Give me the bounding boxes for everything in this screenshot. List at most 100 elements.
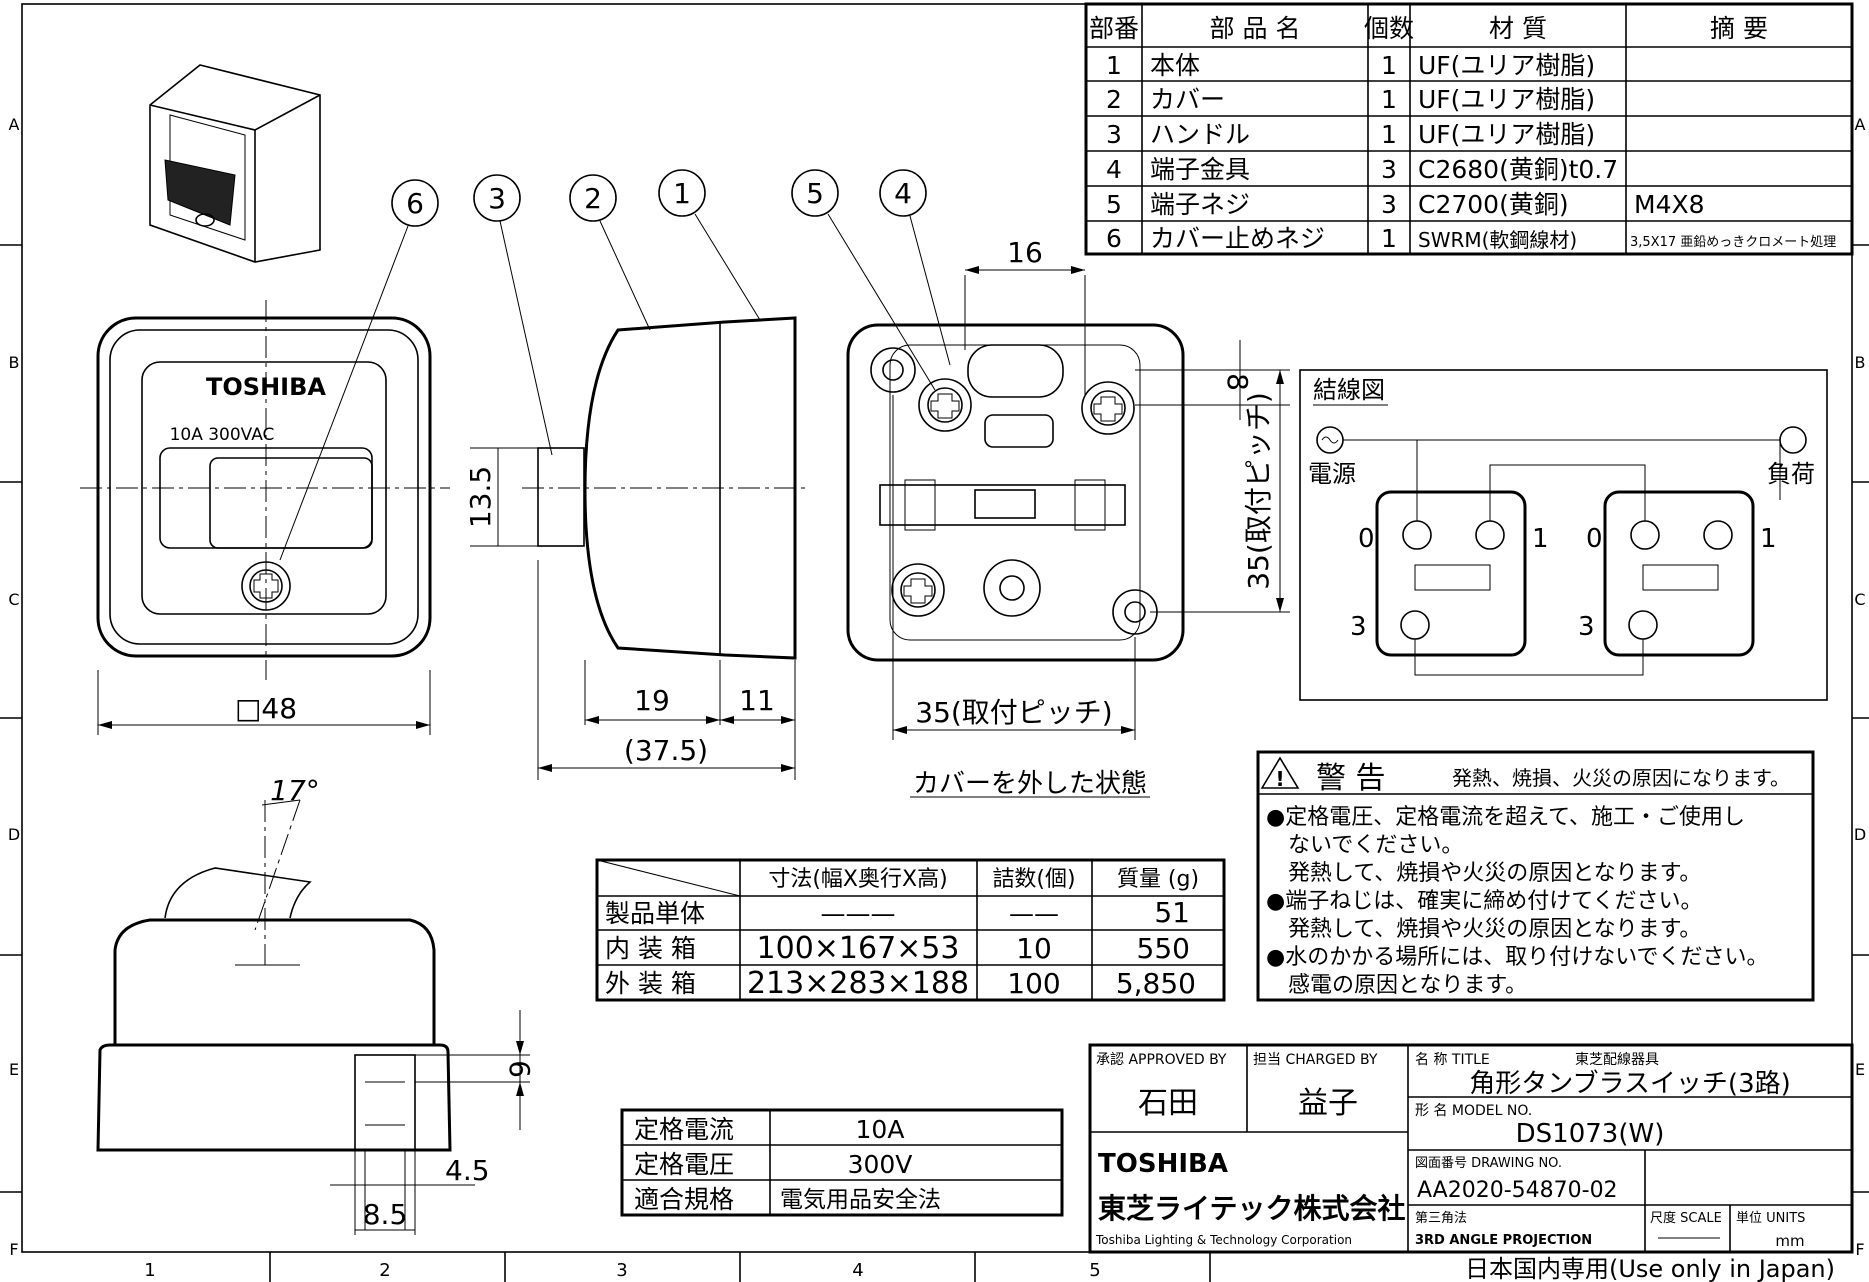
front-rating-label: 10A 300VAC — [170, 425, 275, 445]
inner-view-caption: カバーを外した状態 — [913, 769, 1147, 799]
parts-header-remarks: 摘 要 — [1710, 14, 1768, 43]
warning-line-5: 発熱して、焼損や火災の原因となります。 — [1266, 917, 1701, 942]
col-number-1: 1 — [144, 1260, 155, 1281]
dim-16: 16 — [1007, 236, 1043, 269]
parts-row-2-qty: 1 — [1381, 85, 1397, 114]
drawing-number: AA2020-54870-02 — [1417, 1178, 1618, 1203]
row-letter-a: A — [9, 115, 20, 134]
parts-row-6-material: SWRM(軟鋼線材) — [1418, 228, 1577, 252]
wiring-source-label: 電源 — [1308, 460, 1356, 488]
size-row-1-mass: 51 — [1154, 896, 1190, 929]
warning-title: 警 告 — [1316, 761, 1386, 796]
col-number-3: 3 — [616, 1260, 627, 1281]
wiring-diagram: 結線図 電源 負荷 0 1 3 0 1 3 — [1299, 369, 1828, 701]
warning-line-6: ●水のかかる場所には、取り付けないでください。 — [1266, 945, 1769, 970]
size-table: 寸法(幅X奥行X高) 詰数(個) 質量 (g) 製品単体 ——— —— 51 内… — [595, 858, 1226, 1002]
company-name-en: Toshiba Lighting & Technology Corporatio… — [1095, 1233, 1352, 1247]
company-name-jp: 東芝ライテック株式会社 — [1098, 1192, 1405, 1225]
charged-name: 益子 — [1298, 1086, 1358, 1121]
elevation-view: 17° 6 4.5 8.5 — [96, 774, 536, 1235]
parts-row-2-no: 2 — [1106, 85, 1122, 114]
company-brand: TOSHIBA — [1098, 1149, 1228, 1179]
parts-row-4-material: C2680(黄銅)t0.7 — [1418, 155, 1618, 184]
parts-row-1-no: 1 — [1106, 51, 1122, 80]
balloon-1: 1 — [673, 177, 691, 210]
front-brand-label: TOSHIBA — [206, 373, 326, 401]
projection-label: 第三角法 — [1415, 1211, 1467, 1226]
parts-row-6-qty: 1 — [1381, 224, 1397, 253]
warning-line-7: 感電の原因となります。 — [1266, 973, 1527, 998]
title-block: 承認 APPROVED BY 担当 CHARGED BY 石田 益子 名 称 T… — [1088, 1043, 1854, 1254]
scale-label: 尺度 SCALE — [1650, 1210, 1722, 1226]
dim-19: 19 — [634, 684, 670, 717]
model-number: DS1073(W) — [1516, 1119, 1665, 1149]
size-header-mass: 質量 (g) — [1117, 867, 1199, 892]
title-label: 名 称 TITLE — [1415, 1052, 1490, 1068]
parts-row-5-remarks: M4X8 — [1634, 190, 1705, 219]
switch-a-pos-1: 1 — [1532, 524, 1549, 554]
parts-row-4-name: 端子金具 — [1150, 155, 1250, 184]
balloon-2: 2 — [584, 182, 602, 215]
col-number-2: 2 — [379, 1260, 390, 1281]
parts-row-4-qty: 3 — [1381, 155, 1397, 184]
size-row-2-label: 内 装 箱 — [605, 934, 696, 963]
dim-handle-13-5: 13.5 — [464, 466, 497, 528]
row-letter-a-right: A — [1855, 115, 1866, 134]
dim-width-48: □48 — [235, 692, 297, 725]
size-header-dimensions: 寸法(幅X奥行X高) — [768, 867, 947, 892]
parts-row-5-qty: 3 — [1381, 190, 1397, 219]
warning-line-3: 発熱して、焼損や火災の原因となります。 — [1266, 861, 1701, 886]
parts-header-material: 材 質 — [1489, 14, 1547, 43]
warning-line-4: ●端子ねじは、確実に締め付けてください。 — [1266, 889, 1703, 914]
switch-b-pos-3: 3 — [1578, 612, 1595, 642]
drawing-frame: A A B B C C D D E E F F 1 2 3 4 5 日本国内専用… — [0, 3, 1869, 1282]
size-row-1-label: 製品単体 — [605, 899, 705, 928]
parts-table: 部番 部 品 名 個数 材 質 摘 要 1 本体 1 UF(ユリア樹脂) 2 カ… — [1084, 2, 1854, 256]
parts-row-6-remarks: 3,5X17 亜鉛めっきクロメート処理 — [1630, 235, 1836, 250]
balloon-callouts: 6 3 2 1 5 4 — [279, 169, 951, 561]
parts-row-3-name: ハンドル — [1150, 120, 1250, 149]
switch-b-pos-1: 1 — [1760, 524, 1777, 554]
parts-row-3-material: UF(ユリア樹脂) — [1418, 120, 1595, 149]
dim-total-37-5: (37.5) — [624, 734, 708, 767]
parts-row-5-no: 5 — [1106, 190, 1122, 219]
rating-standard-label: 適合規格 — [634, 1185, 734, 1214]
switch-b-pos-0: 0 — [1586, 524, 1603, 554]
size-row-1-count: —— — [1009, 899, 1059, 928]
angle-17: 17° — [270, 774, 320, 807]
dim-6: 6 — [503, 1060, 536, 1078]
title-category: 東芝配線器具 — [1575, 1052, 1659, 1068]
dim-vertical-pitch: 35(取付ピッチ) — [1242, 392, 1275, 589]
product-isometric — [149, 64, 321, 263]
row-letter-b-right: B — [1855, 353, 1866, 372]
size-row-3-count: 100 — [1007, 967, 1060, 1000]
size-row-3-dims: 213×283×188 — [747, 966, 969, 1001]
rating-table: 定格電流 10A 定格電圧 300V 適合規格 電気用品安全法 — [620, 1108, 1064, 1217]
dim-horizontal-pitch: 35(取付ピッチ) — [915, 696, 1112, 729]
product-title: 角形タンブラスイッチ(3路) — [1469, 1069, 1791, 1099]
warning-line-2: ないでください。 — [1266, 833, 1463, 858]
rating-current-value: 10A — [856, 1115, 905, 1144]
parts-row-1-material: UF(ユリア樹脂) — [1418, 51, 1595, 80]
warning-subtitle: 発熱、焼損、火災の原因になります。 — [1452, 766, 1790, 790]
col-number-4: 4 — [852, 1260, 863, 1281]
warning-line-1: ●定格電圧、定格電流を超えて、施工・ご使用し — [1266, 805, 1745, 830]
rating-current-label: 定格電流 — [634, 1115, 734, 1144]
balloon-5: 5 — [806, 177, 824, 210]
wiring-load-label: 負荷 — [1767, 460, 1815, 488]
parts-row-2-name: カバー — [1150, 85, 1225, 114]
row-letter-d: D — [8, 825, 20, 844]
row-letter-f: F — [9, 1240, 18, 1259]
warning-icon: ! — [1275, 767, 1284, 791]
projection-name: 3RD ANGLE PROJECTION — [1415, 1233, 1592, 1248]
row-letter-e-right: E — [1855, 1060, 1865, 1079]
col-number-5: 5 — [1089, 1260, 1100, 1281]
row-letter-b: B — [9, 353, 20, 372]
drawing-no-label: 図面番号 DRAWING NO. — [1415, 1156, 1562, 1171]
balloon-6: 6 — [406, 187, 424, 220]
units-label: 単位 UNITS — [1736, 1210, 1805, 1226]
row-letter-d-right: D — [1854, 825, 1866, 844]
size-row-2-mass: 550 — [1137, 932, 1190, 965]
parts-row-2-material: UF(ユリア樹脂) — [1418, 85, 1595, 114]
wiring-title: 結線図 — [1313, 376, 1385, 404]
